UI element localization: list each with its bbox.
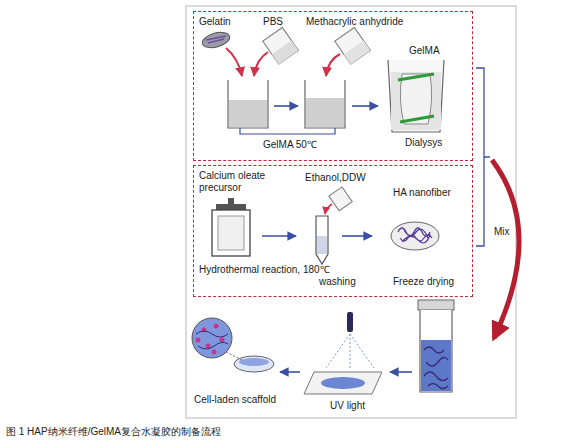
step-label: Mix [494, 226, 510, 238]
dialysis-beaker [388, 60, 444, 132]
ethanol-beaker [329, 187, 352, 211]
beaker [305, 80, 345, 128]
figure-frame [186, 6, 516, 418]
mix-bracket [476, 68, 490, 246]
hydrothermal-autoclave [212, 198, 250, 256]
pour-arrow [325, 204, 332, 214]
bracket [240, 128, 335, 134]
pour-arrow [226, 48, 242, 76]
mixture-tube [418, 300, 454, 392]
condition-label: GelMA 50℃ [263, 139, 317, 151]
reagent-label: Gelatin [199, 16, 231, 28]
pour-arrow [254, 52, 268, 76]
gelatin-dish [201, 30, 232, 51]
pbs-beaker [263, 27, 299, 64]
step-arrow [352, 105, 378, 107]
uv-tray [304, 372, 382, 394]
reagent-label: PBS [263, 16, 283, 28]
nanofiber-dish [391, 222, 439, 250]
step-label: UV light [330, 400, 365, 412]
step-label: Freeze drying [393, 276, 454, 288]
step-arrow [342, 235, 372, 237]
reagent-label: Ethanol,DDW [305, 172, 366, 184]
pour-arrow [326, 54, 340, 76]
step-arrow [262, 235, 296, 237]
process-region: Calcium oleate precursor Ethanol,DDW HA na… [193, 165, 473, 297]
step-arrow [280, 371, 300, 373]
methacrylic-beaker [335, 27, 371, 64]
process-region: Gelatin PBS Methacrylic anhydrideGelMA GelM… [193, 11, 473, 161]
reagent-label: Calcium oleate precursor [199, 170, 277, 193]
condition-label: Hydrothermal reaction, 180℃ [199, 264, 330, 276]
mix-arrow [492, 160, 519, 338]
figure-caption: 图 1 HAP纳米纤维/GelMA复合水凝胶的制备流程 [6, 426, 221, 438]
reagent-label: Methacrylic anhydride [306, 16, 403, 28]
product-label: HA nanofiber [393, 187, 451, 199]
beaker [228, 80, 268, 128]
product-label: GelMA [409, 45, 440, 57]
centrifuge-tube [316, 216, 328, 264]
step-label: washing [319, 276, 356, 288]
uv-lamp [326, 312, 374, 368]
product-label: Cell-laden scaffold [194, 394, 276, 406]
step-arrow [274, 105, 298, 107]
step-arrow [390, 371, 412, 373]
step-label: Dialysys [405, 137, 442, 149]
scaffold-dish [234, 356, 274, 372]
cell-zoom [192, 318, 242, 360]
